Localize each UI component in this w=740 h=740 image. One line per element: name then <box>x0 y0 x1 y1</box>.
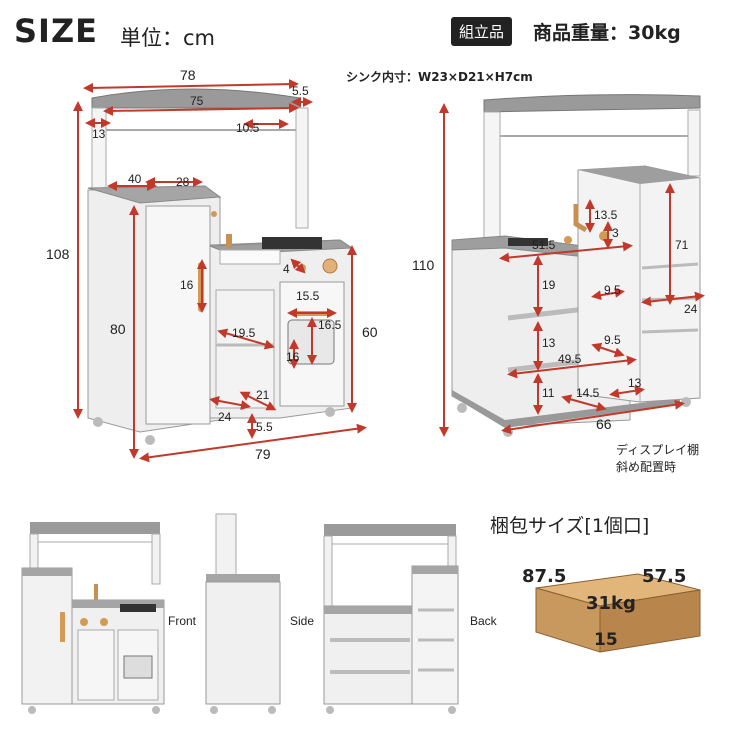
dim-front-40: 40 <box>128 172 142 186</box>
dim-front-75: 75 <box>190 94 204 108</box>
dim-front-13: 13 <box>92 127 106 141</box>
sink-inner-size: シンク内寸：W23×D21×H7cm <box>346 70 533 84</box>
dim-side-19: 19 <box>542 278 556 292</box>
view-label-side: Side <box>290 614 315 628</box>
dim-side-13a: 13 <box>542 336 556 350</box>
dim-front-width-78: 78 <box>180 67 196 83</box>
dim-front-24: 24 <box>218 410 232 424</box>
dim-side-24: 24 <box>684 302 698 316</box>
dim-front-15-5: 15.5 <box>296 289 320 303</box>
small-side-view <box>205 513 281 714</box>
size-title: SIZE <box>14 12 99 50</box>
front-kitchen-drawing <box>73 79 367 463</box>
dim-front-108: 108 <box>46 246 70 262</box>
dim-front-16-5: 16.5 <box>318 318 342 332</box>
product-weight: 商品重量：30kg <box>533 22 681 44</box>
package-weight: 31kg <box>586 593 636 614</box>
dim-side-11: 11 <box>542 386 555 400</box>
dim-side-71: 71 <box>675 238 689 252</box>
view-label-front: Front <box>168 614 197 628</box>
dim-front-19-5: 19.5 <box>232 326 256 340</box>
dim-front-oven-16: 16 <box>286 350 300 364</box>
dim-front-handle-16: 16 <box>180 278 194 292</box>
display-shelf-note: ディスプレイ棚 斜め配置時 <box>616 442 699 476</box>
dim-front-79: 79 <box>255 446 271 462</box>
angled-kitchen-drawing <box>439 94 705 437</box>
dim-side-13b: 13 <box>628 376 642 390</box>
dim-side-14-5: 14.5 <box>576 386 600 400</box>
assembly-badge: 組立品 <box>451 17 513 46</box>
dim-side-9-5a: 9.5 <box>604 283 621 297</box>
dim-front-21: 21 <box>256 388 270 402</box>
unit-label: 単位：cm <box>120 26 216 50</box>
dim-front-80: 80 <box>110 321 126 337</box>
dim-side-9-5b: 9.5 <box>604 333 621 347</box>
dim-front-10-5: 10.5 <box>236 121 260 135</box>
dim-side-66: 66 <box>596 416 612 432</box>
dim-side-3: 3 <box>612 226 619 240</box>
dim-front-4: 4 <box>283 262 290 276</box>
dim-side-13-5: 13.5 <box>594 208 618 222</box>
dim-bottom-5-5: 5.5 <box>256 420 273 434</box>
package-height: 15 <box>594 630 618 650</box>
package-depth: 57.5 <box>642 566 687 587</box>
package-width: 87.5 <box>522 566 567 587</box>
package-box-icon <box>535 573 701 653</box>
display-note-line2: 斜め配置時 <box>616 460 677 474</box>
dim-side-49-5: 49.5 <box>558 352 582 366</box>
dim-top-5-5: 5.5 <box>292 84 309 98</box>
view-label-back: Back <box>470 614 497 628</box>
dim-front-60: 60 <box>362 324 378 340</box>
small-back-view <box>323 524 459 714</box>
dim-front-28: 28 <box>176 175 190 189</box>
package-size-title: 梱包サイズ[1個口] <box>490 515 650 537</box>
display-note-line1: ディスプレイ棚 <box>616 443 700 457</box>
dim-side-51-5: 51.5 <box>532 238 556 252</box>
small-front-view <box>21 522 165 714</box>
dim-side-110: 110 <box>412 257 435 273</box>
